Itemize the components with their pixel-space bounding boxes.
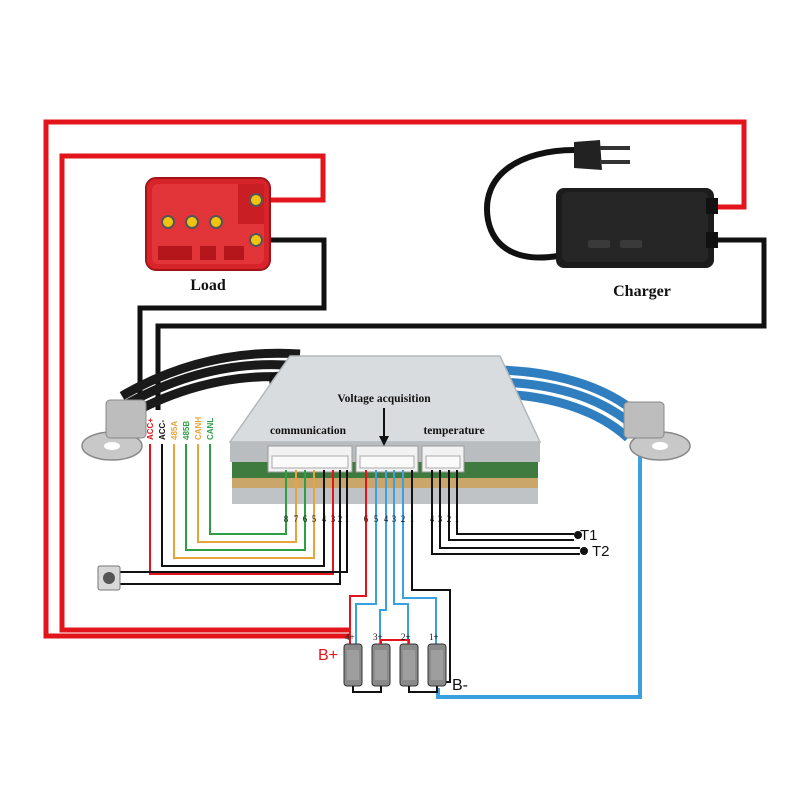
volt-wire-4 (379, 470, 387, 646)
comm-wire-canh (197, 444, 297, 543)
comm-wire-acc-minus (161, 444, 325, 567)
communication-connector (267, 445, 353, 473)
comm-pin-1: 1 (345, 514, 350, 524)
comm-wire-485a (173, 444, 315, 559)
switch-wire-2 (120, 470, 348, 573)
cell-label-1: 1+ (429, 632, 439, 642)
comm-pin-7: 7 (294, 514, 299, 524)
cell-label-4: 4+ (345, 632, 355, 642)
b-plus-label: B+ (318, 647, 338, 664)
red-wire-load-positive (59, 153, 350, 633)
wire-label-canl: CANL (206, 418, 215, 440)
t1-label: T1 (580, 527, 598, 544)
volt-wire-5 (355, 470, 377, 646)
b-minus-lug (623, 401, 691, 461)
comm-pin-6: 6 (303, 514, 308, 524)
volt-pin-3: 3 (392, 514, 397, 524)
temp-pin-3: 3 (438, 514, 443, 524)
load-label: Load (190, 277, 226, 294)
black-wire-charger-negative (155, 237, 767, 410)
t2-label: T2 (592, 543, 610, 560)
volt-pin-5: 5 (374, 514, 379, 524)
comm-pin-4: 4 (322, 514, 327, 524)
temp-pin-2: 2 (447, 514, 452, 524)
wire-label-485b: 485B (182, 421, 191, 440)
voltage-arrow-head (379, 436, 389, 446)
t2-probe (580, 547, 588, 555)
voltage-acquisition-label: Voltage acquisition (337, 393, 431, 405)
battery-pack (343, 639, 447, 693)
communication-label: communication (270, 425, 347, 437)
temp-wire-1 (456, 470, 574, 535)
load-device (145, 177, 271, 271)
comm-pin-3: 3 (331, 514, 336, 524)
comm-wire-acc-plus (149, 444, 334, 575)
b-minus-label: B- (452, 677, 468, 694)
charger-label: Charger (613, 283, 671, 300)
t1-probe (574, 531, 582, 539)
volt-pin-6: 6 (364, 514, 369, 524)
black-wire-load-negative (137, 237, 327, 410)
charger-device (483, 140, 718, 268)
cell-label-3: 3+ (373, 632, 383, 642)
cell-label-2: 2+ (401, 632, 411, 642)
wire-label-485a: 485A (170, 421, 179, 440)
push-button-switch (97, 565, 121, 591)
volt-wire-3 (393, 470, 409, 646)
comm-pin-8: 8 (284, 514, 289, 524)
volt-wire-6 (349, 470, 367, 646)
switch-wire-1 (120, 470, 341, 585)
temp-wire-2 (448, 470, 574, 541)
wire-label-canh: CANH (194, 417, 203, 440)
comm-wire-canl (209, 444, 287, 535)
temp-wire-3 (439, 470, 580, 549)
volt-wire-1 (411, 470, 451, 683)
c-minus-lug (81, 399, 147, 461)
comm-pin-5: 5 (312, 514, 317, 524)
volt-wire-2 (402, 470, 437, 646)
temperature-connector (421, 445, 465, 473)
temp-pin-1: 1 (455, 514, 460, 524)
temp-pin-4: 4 (430, 514, 435, 524)
voltage-connector (355, 445, 419, 473)
temperature-label: temperature (423, 425, 484, 437)
volt-pin-1: 1 (410, 514, 415, 524)
temp-wire-4 (431, 470, 580, 555)
red-wire-charger-positive (43, 119, 747, 639)
wire-label-acc-minus: ACC- (158, 420, 167, 440)
volt-pin-4: 4 (384, 514, 389, 524)
comm-wire-485b (185, 444, 306, 551)
volt-pin-2: 2 (401, 514, 406, 524)
comm-pin-2: 2 (338, 514, 343, 524)
wire-label-acc-plus: ACC+ (146, 418, 155, 440)
